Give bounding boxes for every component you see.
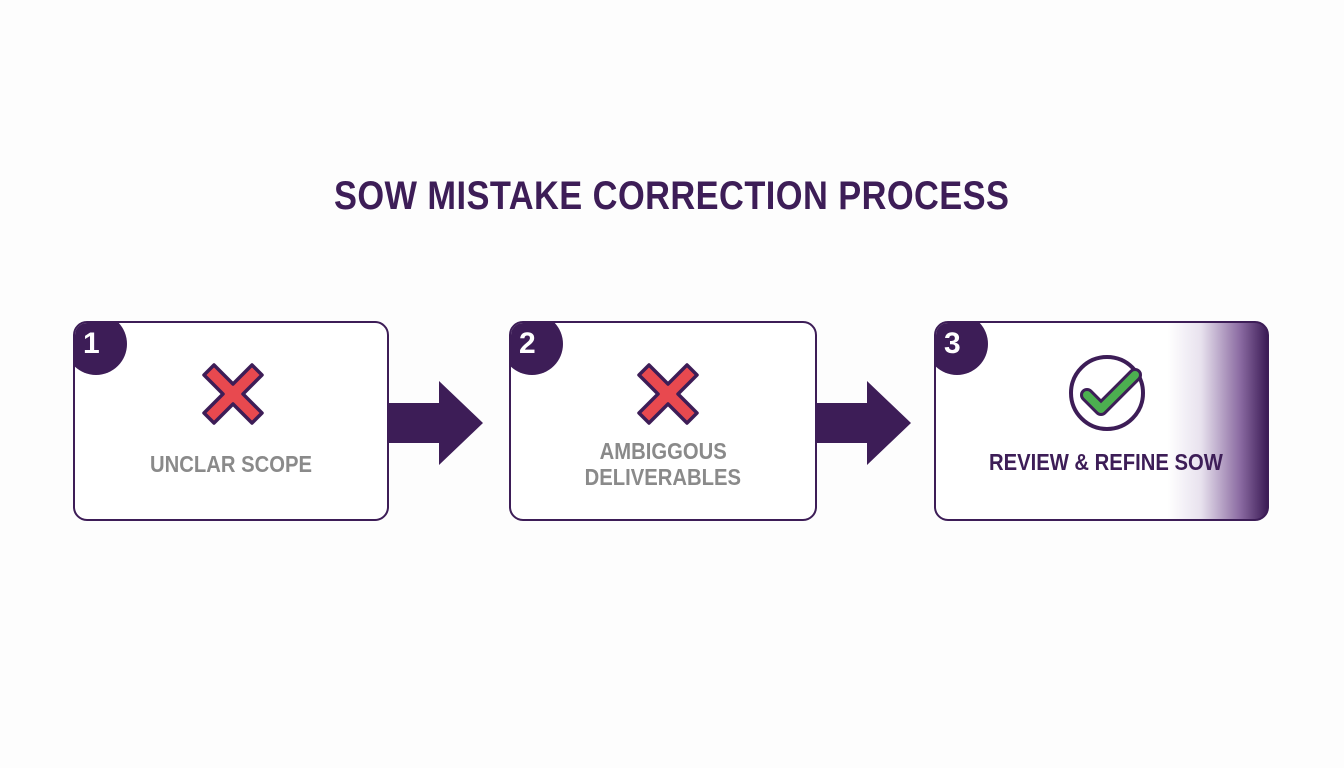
x-mark-icon bbox=[202, 363, 264, 425]
step-label: REVIEW & REFINE SOW bbox=[989, 449, 1223, 475]
check-circle-icon bbox=[1069, 355, 1145, 431]
x-mark-icon bbox=[637, 363, 699, 425]
step-number-badge: 2 bbox=[511, 323, 563, 375]
step-3-box: 3 REVIEW & REFINE SOW bbox=[934, 321, 1269, 521]
arrow-right-icon bbox=[387, 381, 483, 465]
step-label: UNCLAR SCOPE bbox=[150, 451, 312, 477]
diagram-title: SOW MISTAKE CORRECTION PROCESS bbox=[333, 174, 1010, 218]
step-label: AMBIGGOUS DELIVERABLES bbox=[584, 438, 742, 490]
step-number-badge: 3 bbox=[936, 323, 988, 375]
step-number-badge: 1 bbox=[75, 323, 127, 375]
arrow-right-icon bbox=[815, 381, 911, 465]
step-2-box: 2 AMBIGGOUS DELIVERABLES bbox=[509, 321, 817, 521]
step-1-box: 1 UNCLAR SCOPE bbox=[73, 321, 389, 521]
